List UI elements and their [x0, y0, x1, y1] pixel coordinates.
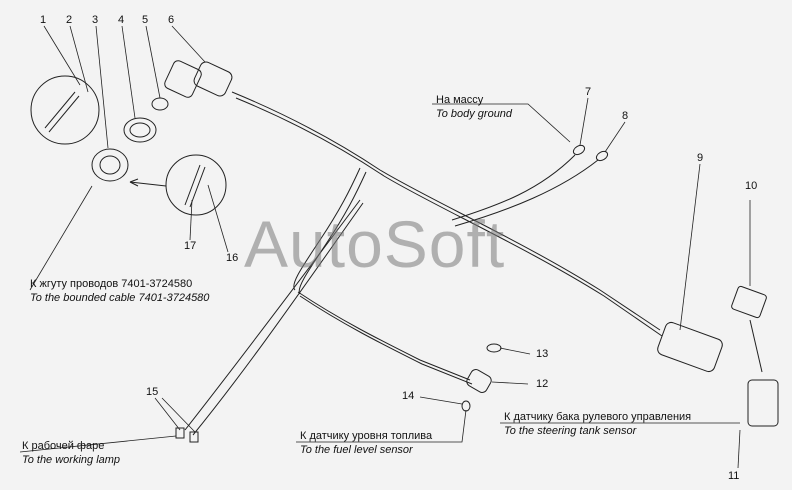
fuel-label-en: To the fuel level sensor: [300, 444, 413, 456]
detail-circles: [30, 75, 227, 216]
callout-14: 14: [402, 390, 415, 402]
harness-label-en: To the bounded cable 7401-3724580: [30, 292, 210, 304]
watermark: AutoSoft: [244, 207, 506, 281]
steering-label-en: To the steering tank sensor: [504, 425, 637, 437]
sensor-module: [657, 285, 779, 427]
callout-9: 9: [697, 152, 704, 164]
ground-label-ru: На массу: [436, 94, 484, 106]
ground-branch: [451, 144, 609, 227]
callout-4: 4: [118, 14, 125, 26]
harness-label-ru: К жгуту проводов 7401-3724580: [30, 278, 193, 290]
connector-parts: [91, 97, 169, 182]
lamp-connectors: [175, 427, 199, 443]
callout-16: 16: [226, 252, 239, 264]
callout-5: 5: [142, 14, 149, 26]
lamp-label-ru: К рабочей фаре: [22, 440, 105, 452]
main-harness: [184, 91, 663, 436]
lamp-label-en: To the working lamp: [22, 454, 121, 466]
connector-6: [164, 60, 233, 98]
fuel-sensor-parts: [461, 343, 502, 412]
callout-11: 11: [728, 470, 740, 482]
callout-17: 17: [184, 240, 197, 252]
ground-label-en: To body ground: [436, 108, 513, 120]
leader-lines: [19, 25, 751, 469]
callout-8: 8: [622, 110, 629, 122]
callout-13: 13: [536, 348, 549, 360]
callout-12: 12: [536, 378, 549, 390]
fuel-label-ru: К датчику уровня топлива: [300, 430, 433, 442]
callout-2: 2: [66, 14, 73, 26]
callout-15: 15: [146, 386, 159, 398]
callout-10: 10: [745, 180, 758, 192]
callout-7: 7: [585, 86, 592, 98]
callout-3: 3: [92, 14, 99, 26]
callout-1: 1: [40, 14, 47, 26]
callout-6: 6: [168, 14, 175, 26]
steering-label-ru: К датчику бака рулевого управления: [504, 411, 692, 423]
